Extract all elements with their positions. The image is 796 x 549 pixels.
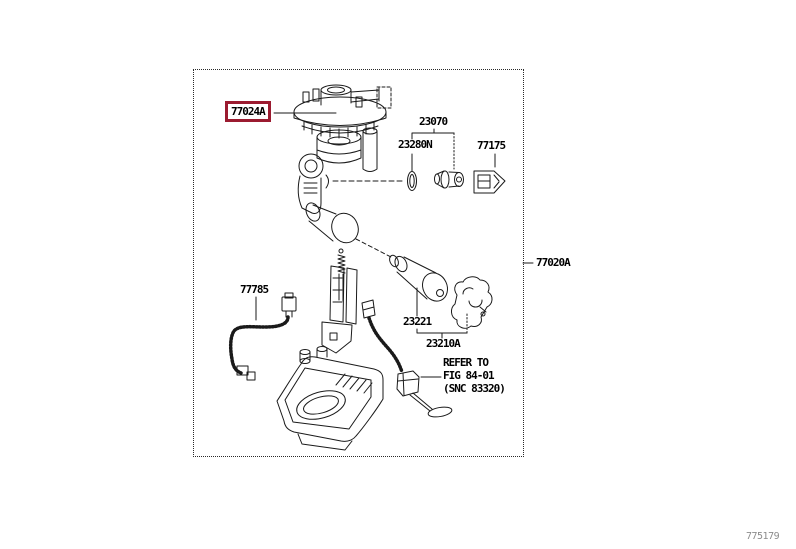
part-label-77020a[interactable]: 77020A (536, 256, 571, 269)
clip-77175 (473, 170, 506, 194)
valve-23070 (434, 170, 464, 189)
clamp-23210a (451, 276, 493, 329)
ref-note-line-3: (SNC 83320) (443, 382, 506, 395)
ref-note-line-1: REFER TO (443, 356, 489, 369)
part-label-77785[interactable]: 77785 (240, 283, 269, 296)
sender-gauge-wire (361, 299, 453, 418)
reserve-tray (276, 346, 384, 451)
part-label-23280n[interactable]: 23280N (398, 138, 433, 151)
bracket-plates (321, 265, 358, 354)
fuel-filter (305, 202, 359, 244)
leader-lines (255, 112, 534, 378)
part-label-23221[interactable]: 23221 (403, 315, 432, 328)
pump-housing (316, 127, 378, 172)
ref-note-line-2: FIG 84-01 (443, 369, 495, 382)
part-label-77175[interactable]: 77175 (477, 139, 506, 152)
fuel-suction-plate-assembly (293, 84, 392, 139)
oring-23280n (407, 171, 417, 191)
bracket-arm (297, 153, 329, 214)
page-number: 775179 (746, 531, 780, 542)
fuel-pump-23221 (355, 238, 448, 302)
part-label-23070[interactable]: 23070 (419, 115, 448, 128)
part-label-23210a[interactable]: 23210A (426, 337, 461, 350)
figure-reference-note[interactable]: REFER TO FIG 84-01 (SNC 83320) (443, 356, 506, 395)
part-callout-77024a[interactable]: 77024A (225, 101, 271, 122)
wire-harness-77785 (228, 292, 297, 381)
